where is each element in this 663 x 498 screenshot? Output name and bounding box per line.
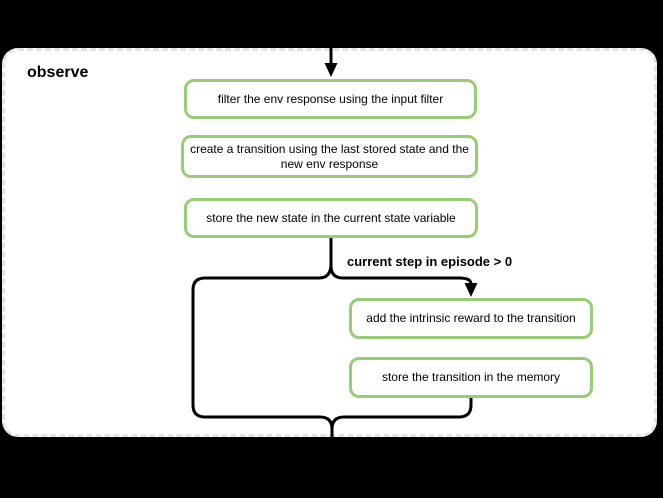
- node-label: store the new state in the current state…: [206, 210, 456, 225]
- node-add-intrinsic-reward: add the intrinsic reward to the transiti…: [349, 298, 593, 339]
- node-store-new-state: store the new state in the current state…: [184, 198, 478, 238]
- group-title: observe: [27, 64, 89, 81]
- node-create-transition: create a transition using the last store…: [181, 135, 478, 178]
- node-filter-env-response: filter the env response using the input …: [184, 79, 477, 119]
- node-label: filter the env response using the input …: [217, 91, 444, 106]
- node-label: store the transition in the memory: [381, 370, 561, 384]
- node-label: create a transition using the last store…: [190, 141, 469, 171]
- node-label: add the intrinsic reward to the transiti…: [366, 311, 576, 325]
- condition-label: current step in episode > 0: [347, 254, 513, 269]
- node-store-transition: store the transition in the memory: [349, 357, 593, 398]
